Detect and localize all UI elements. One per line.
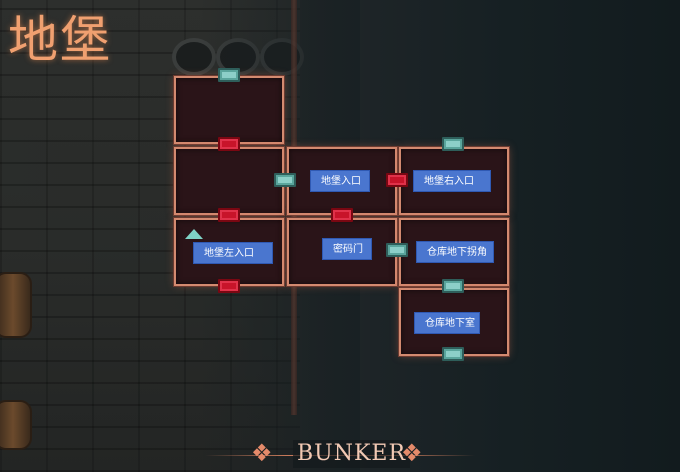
door-locked[interactable]: [218, 279, 240, 293]
map-room-warehouse-basement[interactable]: 仓库地下室: [399, 288, 509, 356]
map-room-top[interactable]: [174, 76, 284, 144]
door-unlocked[interactable]: [442, 279, 464, 293]
footer-knot-right-icon: ❖: [401, 439, 423, 467]
door-unlocked[interactable]: [386, 243, 408, 257]
map-room-upper-left[interactable]: [174, 147, 284, 215]
door-unlocked[interactable]: [218, 68, 240, 82]
map-room-code-door[interactable]: 密码门: [287, 218, 397, 286]
door-unlocked[interactable]: [442, 137, 464, 151]
room-label-bunker-entrance: 地堡入口: [310, 170, 370, 192]
area-name-banner: ❖ BUNKER ❖: [205, 436, 475, 472]
door-locked[interactable]: [331, 208, 353, 222]
door-locked[interactable]: [218, 208, 240, 222]
door-locked[interactable]: [218, 137, 240, 151]
area-title: 地堡: [8, 11, 112, 69]
room-label-bunker-left-entrance: 地堡左入口: [193, 242, 273, 264]
door-unlocked[interactable]: [274, 173, 296, 187]
door-unlocked[interactable]: [442, 347, 464, 361]
room-label-code-door: 密码门: [322, 238, 372, 260]
player-marker-icon: [185, 229, 203, 239]
map-room-warehouse-basement-corner[interactable]: 仓库地下拐角: [399, 218, 509, 286]
footer-knot-left-icon: ❖: [251, 439, 273, 467]
door-locked[interactable]: [386, 173, 408, 187]
barrel-decoration: [0, 272, 32, 338]
area-name-label: BUNKER: [293, 440, 411, 468]
room-label-bunker-right-entrance: 地堡右入口: [413, 170, 491, 192]
map-room-bunker-right-entrance[interactable]: 地堡右入口: [399, 147, 509, 215]
barrel-decoration: [0, 400, 32, 450]
map-room-bunker-entrance[interactable]: 地堡入口: [287, 147, 397, 215]
room-label-warehouse-basement-corner: 仓库地下拐角: [416, 241, 494, 263]
room-label-warehouse-basement: 仓库地下室: [414, 312, 480, 334]
